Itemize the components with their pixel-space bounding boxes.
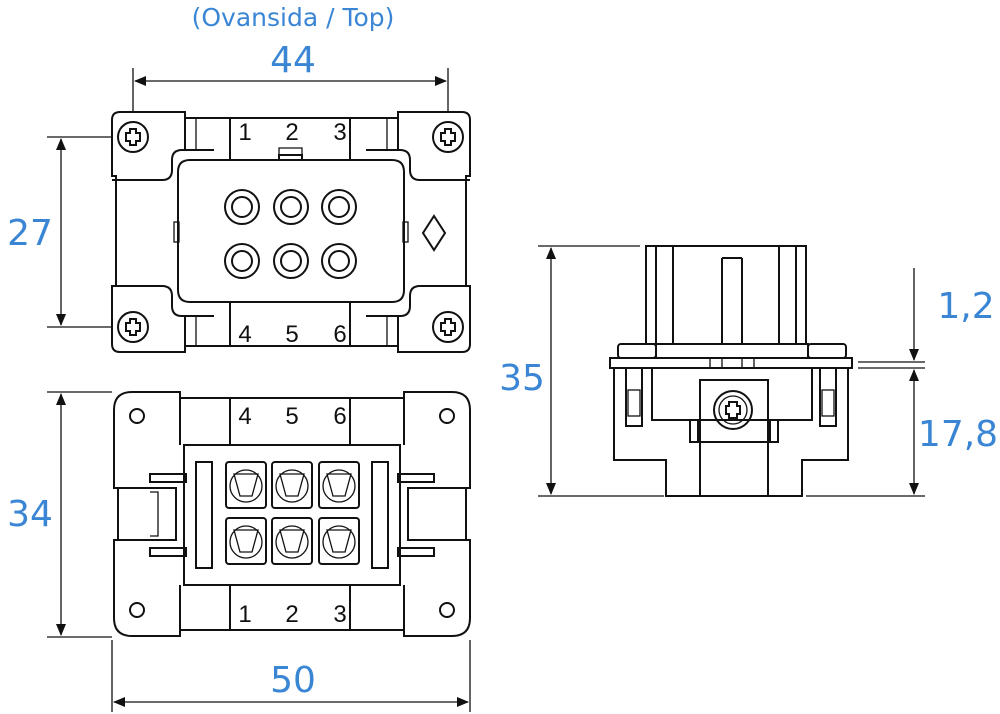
pin-number: 1 <box>238 119 251 146</box>
pin-number: 2 <box>285 601 298 628</box>
pin-number: 4 <box>238 321 251 348</box>
terminal-blocks <box>225 461 360 565</box>
pin-number: 4 <box>238 403 251 430</box>
side-view: 35 1,2 17,8 <box>499 245 998 497</box>
bottom-view: 34 50 <box>7 391 471 712</box>
pin-number: 3 <box>333 119 346 146</box>
coding-diamond-icon <box>421 214 447 252</box>
screw-icon <box>432 311 464 343</box>
view-title: (Ovansida / Top) <box>192 3 395 32</box>
pin-number: 3 <box>333 601 346 628</box>
dimension-side-gap: 1,2 <box>937 286 994 327</box>
dimension-top-height: 27 <box>7 213 53 254</box>
dimension-top-width: 44 <box>270 40 316 81</box>
dimension-bottom-width: 50 <box>270 660 316 701</box>
screw-icon <box>432 121 464 153</box>
dimension-bottom-height: 34 <box>7 494 53 535</box>
top-view: 44 27 <box>7 40 471 353</box>
pin-number: 2 <box>285 119 298 146</box>
dimension-side-lower: 17,8 <box>918 414 998 455</box>
pin-number: 6 <box>333 321 346 348</box>
screw-icon <box>117 121 149 153</box>
pin-number: 1 <box>238 601 251 628</box>
pin-number: 6 <box>333 403 346 430</box>
screw-icon <box>713 390 753 430</box>
dimension-side-height: 35 <box>499 358 545 399</box>
screw-icon <box>117 311 149 343</box>
contact-holes <box>224 189 357 279</box>
pin-number: 5 <box>285 403 298 430</box>
pin-number: 5 <box>285 321 298 348</box>
